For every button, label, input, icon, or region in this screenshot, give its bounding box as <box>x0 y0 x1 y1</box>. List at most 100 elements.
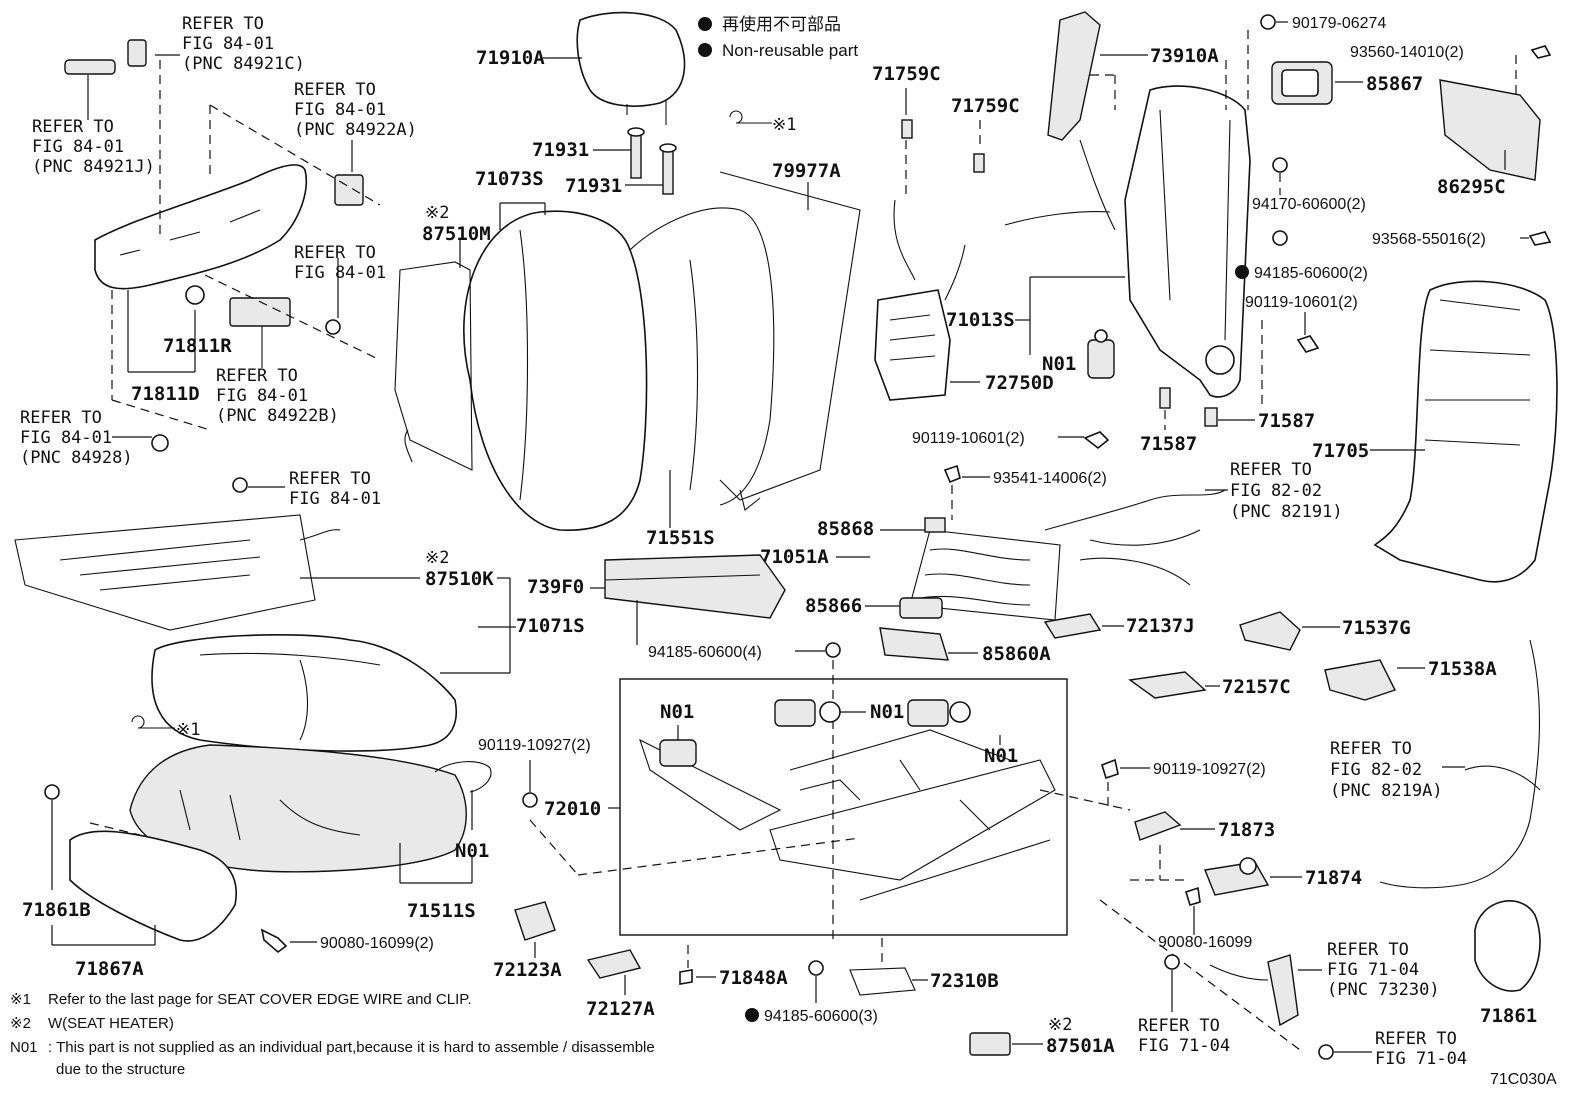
part-87501A[interactable]: 87501A <box>1046 1035 1115 1057</box>
bracket-72310B[interactable] <box>849 967 916 996</box>
part-71759C-a[interactable]: 71759C <box>872 63 941 85</box>
part-87510K[interactable]: 87510K <box>425 568 494 590</box>
part-93560[interactable]: 93560-14010(2) <box>1350 44 1464 61</box>
part-85867[interactable]: 85867 <box>1366 73 1423 95</box>
part-73910A[interactable]: 73910A <box>1150 45 1219 67</box>
N01-c[interactable]: N01 <box>870 701 904 723</box>
bolt-90080[interactable] <box>260 928 288 954</box>
seatback-frame[interactable] <box>1124 85 1251 398</box>
seat-cushion-cover[interactable] <box>151 634 457 752</box>
refer-block-7[interactable]: REFER TO FIG 84-01 <box>289 469 381 509</box>
part-71073S[interactable]: 71073S <box>475 168 544 190</box>
under-tray[interactable] <box>604 554 786 619</box>
seat-cushion-pad[interactable] <box>129 744 467 873</box>
part-71874[interactable]: 71874 <box>1305 867 1362 889</box>
refer-block-2[interactable]: REFER TO FIG 84-01 (PNC 84921J) <box>32 117 155 177</box>
part-71931-b[interactable]: 71931 <box>565 175 622 197</box>
side-shield[interactable] <box>94 164 307 290</box>
part-71051A[interactable]: 71051A <box>760 546 829 568</box>
seat-bracket[interactable] <box>924 517 946 533</box>
part-71587-b[interactable]: 71587 <box>1140 433 1197 455</box>
refer-block-11[interactable]: REFER TO FIG 71-04 <box>1138 1016 1230 1056</box>
part-72010[interactable]: 72010 <box>544 798 601 820</box>
seatback-cover[interactable] <box>463 207 775 531</box>
part-86295C[interactable]: 86295C <box>1437 176 1506 198</box>
recliner-motor[interactable] <box>1087 329 1115 379</box>
part-71867A[interactable]: 71867A <box>75 958 144 980</box>
part-71538A[interactable]: 71538A <box>1428 658 1497 680</box>
cover-72127A[interactable] <box>586 949 642 979</box>
refer-block-5[interactable]: REFER TO FIG 84-01 (PNC 84922B) <box>216 366 339 426</box>
cover-71538A[interactable] <box>1324 659 1396 701</box>
wire-harness-82191[interactable] <box>1044 489 1226 586</box>
refer-block-6[interactable]: REFER TO FIG 84-01 (PNC 84928) <box>20 408 133 468</box>
part-71848A[interactable]: 71848A <box>719 967 788 989</box>
refer-block-1[interactable]: REFER TO FIG 84-01 (PNC 84921C) <box>182 14 305 74</box>
part-90119-d[interactable]: 90119-10927(2) <box>1153 761 1266 778</box>
lumbar-support[interactable] <box>874 199 966 401</box>
front-board[interactable] <box>69 822 237 942</box>
part-90119-c[interactable]: 90119-10927(2) <box>478 737 591 754</box>
part-71071S[interactable]: 71071S <box>516 615 585 637</box>
refer-block-9[interactable]: REFER TO FIG 82-02 (PNC 8219A) <box>1330 739 1443 801</box>
part-90119-a[interactable]: 90119-10601(2) <box>1245 294 1358 311</box>
bracket-71587[interactable] <box>1159 387 1218 427</box>
N01-d[interactable]: N01 <box>984 745 1018 767</box>
cover-72137J[interactable] <box>1043 613 1102 639</box>
refer-block-3[interactable]: REFER TO FIG 84-01 (PNC 84922A) <box>294 80 417 140</box>
refer-block-10[interactable]: REFER TO FIG 71-04 (PNC 73230) <box>1327 940 1440 1000</box>
part-85866[interactable]: 85866 <box>805 595 862 617</box>
motor-a[interactable] <box>659 739 697 767</box>
seat-belt-buckle[interactable] <box>1209 954 1299 1027</box>
part-94170[interactable]: 94170-60600(2) <box>1252 196 1366 213</box>
back-panel-cover[interactable] <box>1439 79 1541 181</box>
seatback-trim-panel[interactable] <box>1004 11 1116 231</box>
part-71759C-b[interactable]: 71759C <box>951 95 1020 117</box>
part-79977A[interactable]: 79977A <box>772 160 841 182</box>
seatback-heater[interactable] <box>394 261 473 471</box>
part-71013S[interactable]: 71013S <box>946 309 1015 331</box>
part-71861[interactable]: 71861 <box>1480 1005 1537 1027</box>
part-72310B[interactable]: 72310B <box>930 970 999 992</box>
part-72127A[interactable]: 72127A <box>586 998 655 1020</box>
part-87510M[interactable]: 87510M <box>422 223 491 245</box>
part-72123A[interactable]: 72123A <box>493 959 562 981</box>
back-board[interactable] <box>719 171 861 511</box>
part-71705[interactable]: 71705 <box>1312 440 1369 462</box>
part-71861B[interactable]: 71861B <box>22 899 91 921</box>
motor-c[interactable] <box>907 699 971 727</box>
N01-a[interactable]: N01 <box>1042 353 1076 375</box>
seat-adjuster[interactable] <box>639 729 1056 901</box>
part-85868[interactable]: 85868 <box>817 518 874 540</box>
occupant-sensor[interactable] <box>899 597 943 619</box>
part-71551S[interactable]: 71551S <box>646 527 715 549</box>
cover-71873[interactable] <box>1134 811 1182 841</box>
part-71931-a[interactable]: 71931 <box>532 139 589 161</box>
cushion-heater[interactable] <box>14 514 420 631</box>
sensor-ecu[interactable] <box>879 627 949 661</box>
part-71587-a[interactable]: 71587 <box>1258 410 1315 432</box>
N01-b[interactable]: N01 <box>660 701 694 723</box>
motor-b[interactable] <box>774 699 841 727</box>
cover-71874[interactable] <box>1204 857 1270 896</box>
part-90080-b[interactable]: 90080-16099 <box>1158 934 1252 951</box>
part-85860A[interactable]: 85860A <box>982 643 1051 665</box>
part-94185-c[interactable]: 94185-60600(3) <box>764 1008 878 1025</box>
part-71873[interactable]: 71873 <box>1218 819 1275 841</box>
part-90179[interactable]: 90179-06274 <box>1292 15 1386 32</box>
part-71511S[interactable]: 71511S <box>407 900 476 922</box>
seatback-board[interactable] <box>1373 280 1558 583</box>
headrest-support[interactable] <box>593 127 677 195</box>
part-71537G[interactable]: 71537G <box>1342 617 1411 639</box>
shield-switch[interactable] <box>229 297 291 368</box>
part-90080-a[interactable]: 90080-16099(2) <box>320 935 434 952</box>
part-71910A[interactable]: 71910A <box>476 47 545 69</box>
N01-e[interactable]: N01 <box>455 840 489 862</box>
part-94185-a[interactable]: 94185-60600(2) <box>1254 265 1368 282</box>
refer-block-12[interactable]: REFER TO FIG 71-04 <box>1375 1029 1467 1069</box>
cover-72157C[interactable] <box>1128 671 1207 699</box>
trim-cap[interactable] <box>1474 900 1541 992</box>
part-93568[interactable]: 93568-55016(2) <box>1372 231 1486 248</box>
headrest-guide[interactable] <box>1271 61 1333 105</box>
shield-knob[interactable] <box>185 285 205 305</box>
